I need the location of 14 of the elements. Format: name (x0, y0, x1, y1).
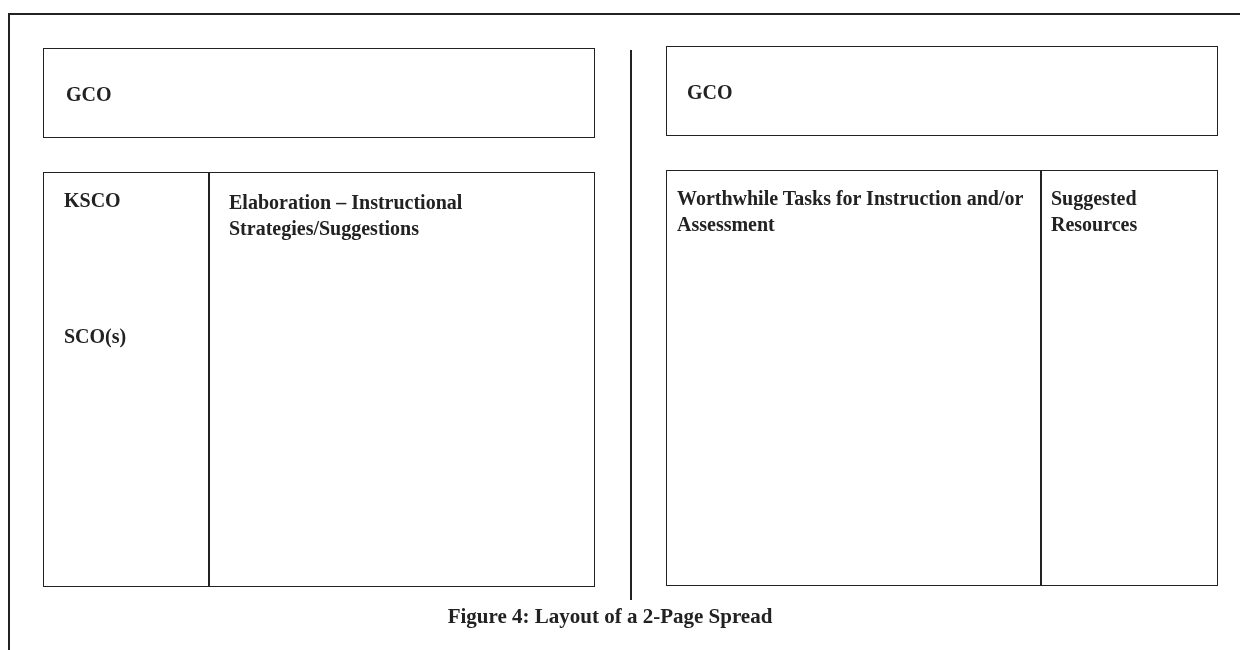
section-heading: SCO(s) (64, 324, 127, 349)
section-heading: GCO (66, 82, 112, 107)
layout-panel (208, 172, 595, 587)
section-heading: KSCO (64, 188, 121, 213)
section-heading: Suggested Resources (1051, 186, 1139, 237)
layout-panel (666, 170, 1042, 586)
layout-panel (43, 48, 595, 138)
figure-caption: Figure 4: Layout of a 2-Page Spread (446, 603, 774, 629)
section-heading: Elaboration – Instructional Strategies/Suggestions (229, 190, 464, 241)
section-heading: GCO (687, 80, 733, 105)
layout-panel (666, 46, 1218, 136)
layout-panel (1040, 170, 1218, 586)
section-heading: Worthwhile Tasks for Instruction and/or Assessment (677, 186, 1024, 237)
layout-panel (43, 172, 210, 587)
